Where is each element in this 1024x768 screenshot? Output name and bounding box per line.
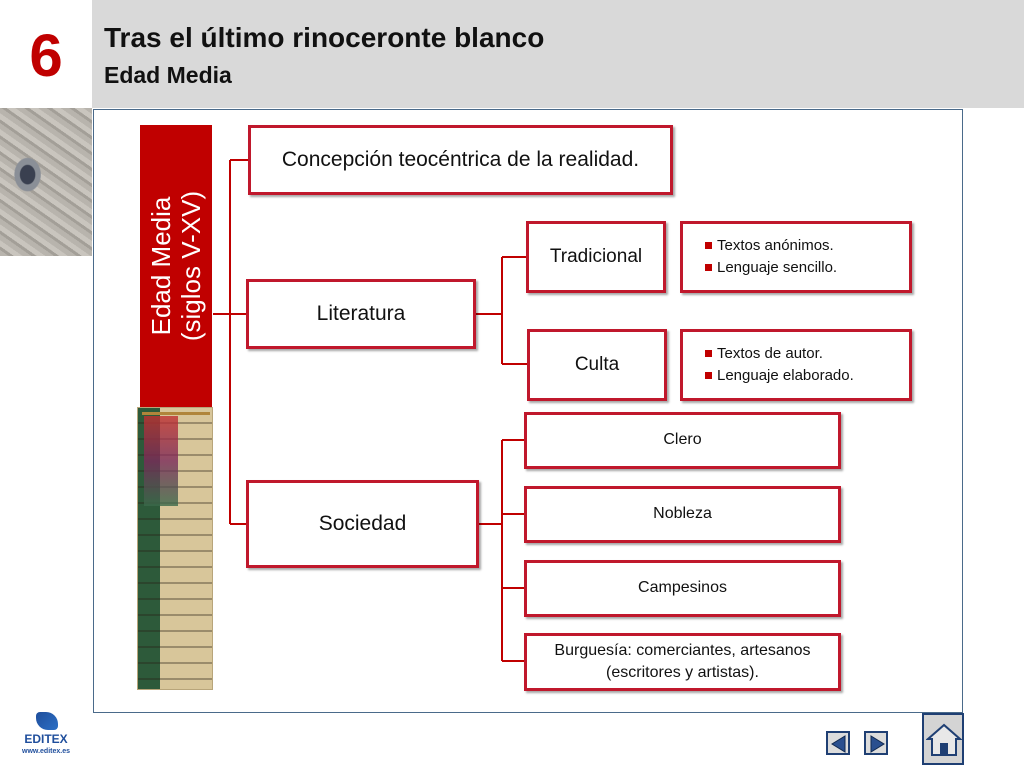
tradicional-point: Lenguaje sencillo. <box>705 257 837 279</box>
node-clero: Clero <box>524 412 841 469</box>
node-culta: Culta <box>527 329 667 401</box>
logo-url: www.editex.es <box>22 748 70 755</box>
node-burguesia: Burguesía: comerciantes, artesanos (escr… <box>524 633 841 691</box>
next-button[interactable] <box>864 731 888 755</box>
slide-header <box>0 0 1024 108</box>
logo-text: EDITEX <box>24 732 68 746</box>
tradicional-point: Textos anónimos. <box>705 235 837 257</box>
editex-logo: EDITEX www.editex.es <box>18 712 74 760</box>
root-label-box <box>140 125 212 407</box>
triangle-right-icon <box>870 735 885 753</box>
tradicional-details: Textos anónimos. Lenguaje sencillo. <box>680 221 912 293</box>
previous-button[interactable] <box>826 731 850 755</box>
node-tradicional: Tradicional <box>526 221 666 293</box>
root-label-text: Edad Media (siglos V-XV) <box>146 190 206 342</box>
culta-point: Lenguaje elaborado. <box>705 365 854 387</box>
home-button[interactable] <box>922 713 964 765</box>
node-nobleza: Nobleza <box>524 486 841 543</box>
node-sociedad: Sociedad <box>246 480 479 568</box>
rhino-eye-image <box>0 108 92 256</box>
culta-details: Textos de autor. Lenguaje elaborado. <box>680 329 912 401</box>
home-icon <box>926 723 962 756</box>
slide-title: Tras el último rinoceronte blanco <box>104 22 545 53</box>
editex-logo-icon <box>36 712 58 730</box>
node-concepcion: Concepción teocéntrica de la realidad. <box>248 125 673 195</box>
culta-point: Textos de autor. <box>705 343 854 365</box>
chapter-number: 6 <box>0 0 92 108</box>
root-label: Edad Media (siglos V-XV) <box>140 125 212 407</box>
medieval-manuscript-image <box>137 407 213 690</box>
triangle-left-icon <box>831 735 846 753</box>
node-literatura: Literatura <box>246 279 476 349</box>
node-campesinos: Campesinos <box>524 560 841 617</box>
slide-subtitle: Edad Media <box>104 62 232 88</box>
